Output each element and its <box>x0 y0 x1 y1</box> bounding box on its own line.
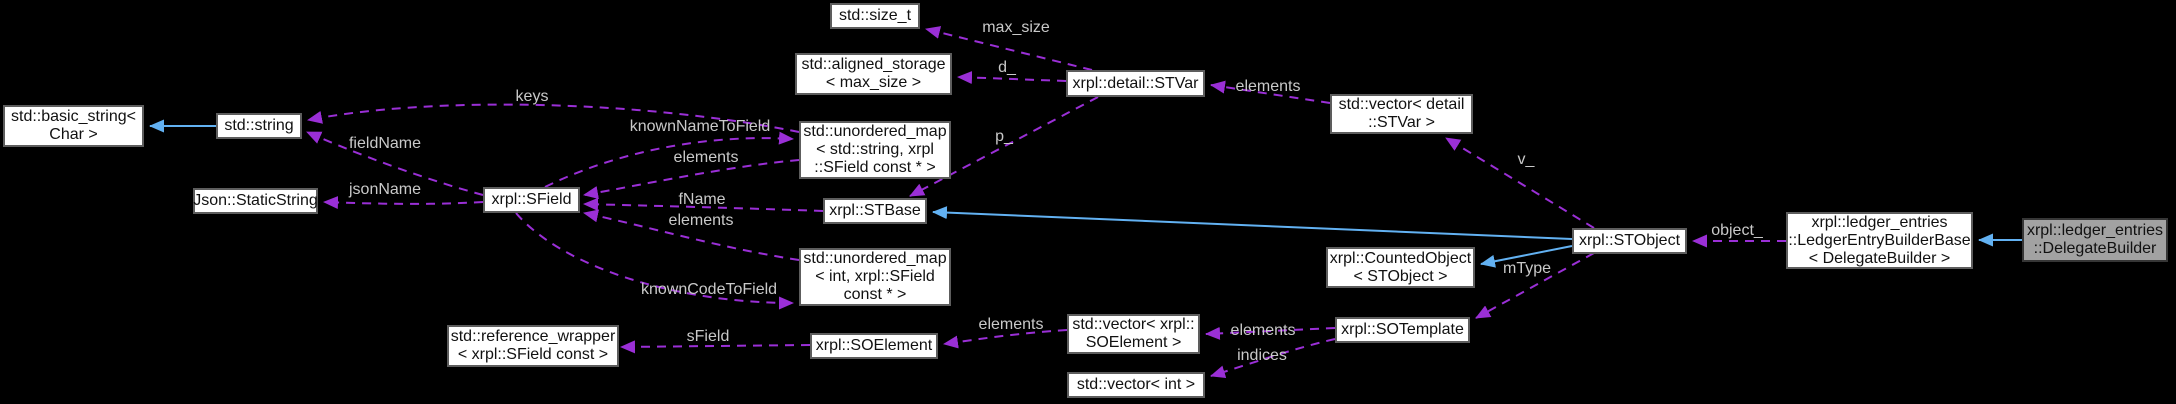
node-std-vector-detail-stvar[interactable]: std::vector< detail ::STVar > <box>1330 94 1473 134</box>
edge-known-name-to-field <box>544 131 794 188</box>
node-label: std::size_t <box>838 7 912 24</box>
node-label: < int, xrpl::SField <box>815 268 935 285</box>
node-label: std::unordered_map <box>803 250 947 267</box>
edge-label-s-field: sField <box>686 328 730 345</box>
node-label: xrpl::STObject <box>1578 232 1681 249</box>
edge-json-name <box>323 196 484 209</box>
edge-field-name <box>306 131 484 196</box>
node-label: ::DelegateBuilder <box>2033 240 2157 257</box>
edge-elements-stvar-vec <box>1210 80 1331 104</box>
edge-f-name <box>583 197 824 212</box>
edge-d <box>957 71 1067 85</box>
node-label: std::string <box>224 117 294 134</box>
node-std-vector-soelement[interactable]: std::vector< xrpl:: SOElement > <box>1067 314 1200 354</box>
node-label: xrpl::ledger_entries <box>1811 213 1948 231</box>
node-xrpl-detail-stvar[interactable]: xrpl::detail::STVar <box>1066 70 1205 97</box>
edge-m-type <box>1475 252 1595 319</box>
node-label: const * > <box>843 286 907 303</box>
node-label: ::STVar > <box>1368 114 1435 131</box>
edge-label-field-name: fieldName <box>348 135 422 152</box>
node-label: ::LedgerEntryBuilderBase <box>1788 231 1971 249</box>
edge-label-object: object_ <box>1711 222 1763 239</box>
edge-keys <box>307 103 800 133</box>
usage-edges <box>306 26 1786 379</box>
edge-max-size <box>925 26 1093 71</box>
edge-label-p: p_ <box>995 128 1013 145</box>
edge-label-keys: keys <box>515 88 549 105</box>
edge-label-elements-stvar-vec: elements <box>1235 78 1301 95</box>
node-label: xrpl::STBase <box>829 202 921 219</box>
node-label: < STObject > <box>1353 267 1448 285</box>
node-unordered-map-string-sfield[interactable]: std::unordered_map < std::string, xrpl :… <box>799 121 951 179</box>
edge-label-json-name: jsonName <box>348 181 422 198</box>
edge-label-max-size: max_size <box>982 19 1050 36</box>
node-label: xrpl::SField <box>491 191 572 208</box>
node-xrpl-soelement[interactable]: xrpl::SOElement <box>810 333 938 359</box>
inheritance-edges <box>149 119 2022 268</box>
edge-label-elements-soelement-vec: elements <box>978 316 1044 333</box>
node-label: std::vector< int > <box>1076 376 1196 393</box>
node-label: xrpl::CountedObject <box>1329 249 1472 267</box>
node-label: < DelegateBuilder > <box>1808 249 1951 267</box>
edge-label-known-code-to-field: knownCodeToField <box>640 281 778 298</box>
node-ledger-entry-builder-base[interactable]: xrpl::ledger_entries ::LedgerEntryBuilde… <box>1786 212 1973 269</box>
node-label: Json::StaticString <box>193 192 318 209</box>
edge-v <box>1445 137 1595 229</box>
edge-elements-name-map <box>583 159 800 199</box>
node-std-aligned-storage[interactable]: std::aligned_storage < max_size > <box>795 53 952 95</box>
node-label: std::aligned_storage <box>801 56 946 73</box>
node-label: ::SField const * > <box>814 159 936 176</box>
node-label: xrpl::SOElement <box>815 337 933 354</box>
node-unordered-map-int-sfield[interactable]: std::unordered_map < int, xrpl::SField c… <box>799 248 951 306</box>
node-xrpl-sfield[interactable]: xrpl::SField <box>483 187 580 213</box>
node-xrpl-counted-object[interactable]: xrpl::CountedObject < STObject > <box>1326 247 1475 288</box>
edge-label-elements-code-map: elements <box>668 212 734 229</box>
node-label: xrpl::detail::STVar <box>1072 74 1199 92</box>
edge-label-f-name: fName <box>678 191 726 208</box>
node-label: < std::string, xrpl <box>816 141 934 158</box>
edge-label-d: d_ <box>998 59 1016 76</box>
node-label: std::unordered_map <box>803 123 947 140</box>
edge-label-v: v_ <box>1517 151 1535 168</box>
node-label: Char > <box>49 126 98 143</box>
node-label: xrpl::ledger_entries <box>2026 222 2164 239</box>
edge-stobject-inherits-stbase <box>932 206 1573 240</box>
edge-elements-sotemplate <box>1205 326 1336 340</box>
edge-elements-code-map <box>583 209 800 261</box>
edge-label-m-type: mType <box>1502 260 1552 277</box>
node-std-basic-string[interactable]: std::basic_string< Char > <box>3 105 144 147</box>
node-label: xrpl::SOTemplate <box>1341 321 1464 338</box>
node-label: std::reference_wrapper <box>450 328 616 345</box>
node-xrpl-stobject[interactable]: xrpl::STObject <box>1572 228 1687 254</box>
node-delegate-builder-current: xrpl::ledger_entries ::DelegateBuilder <box>2022 218 2168 262</box>
edge-label-elements-sotemplate: elements <box>1230 322 1296 339</box>
node-label: std::basic_string< <box>11 108 136 125</box>
edge-label-elements-name-map: elements <box>673 149 739 166</box>
edge-indices <box>1210 338 1336 379</box>
node-label: < xrpl::SField const > <box>457 346 609 363</box>
node-xrpl-sotemplate[interactable]: xrpl::SOTemplate <box>1335 317 1470 343</box>
node-label: SOElement > <box>1085 334 1182 351</box>
node-std-vector-int[interactable]: std::vector< int > <box>1067 372 1205 398</box>
node-label: std::vector< detail <box>1338 96 1465 113</box>
node-label: std::vector< xrpl:: <box>1072 316 1195 333</box>
edge-stobject-inherits-counted-object <box>1480 245 1573 268</box>
node-json-static-string[interactable]: Json::StaticString <box>193 188 318 214</box>
node-xrpl-stbase[interactable]: xrpl::STBase <box>823 198 927 224</box>
edge-known-code-to-field <box>515 212 794 310</box>
node-std-string[interactable]: std::string <box>216 113 302 139</box>
node-std-reference-wrapper[interactable]: std::reference_wrapper < xrpl::SField co… <box>447 325 619 367</box>
edge-p <box>909 96 1099 197</box>
edge-label-known-name-to-field: knownNameToField <box>629 118 771 135</box>
node-std-size-t[interactable]: std::size_t <box>830 3 920 29</box>
edge-label-indices: indices <box>1237 347 1287 364</box>
node-label: < max_size > <box>825 74 922 91</box>
